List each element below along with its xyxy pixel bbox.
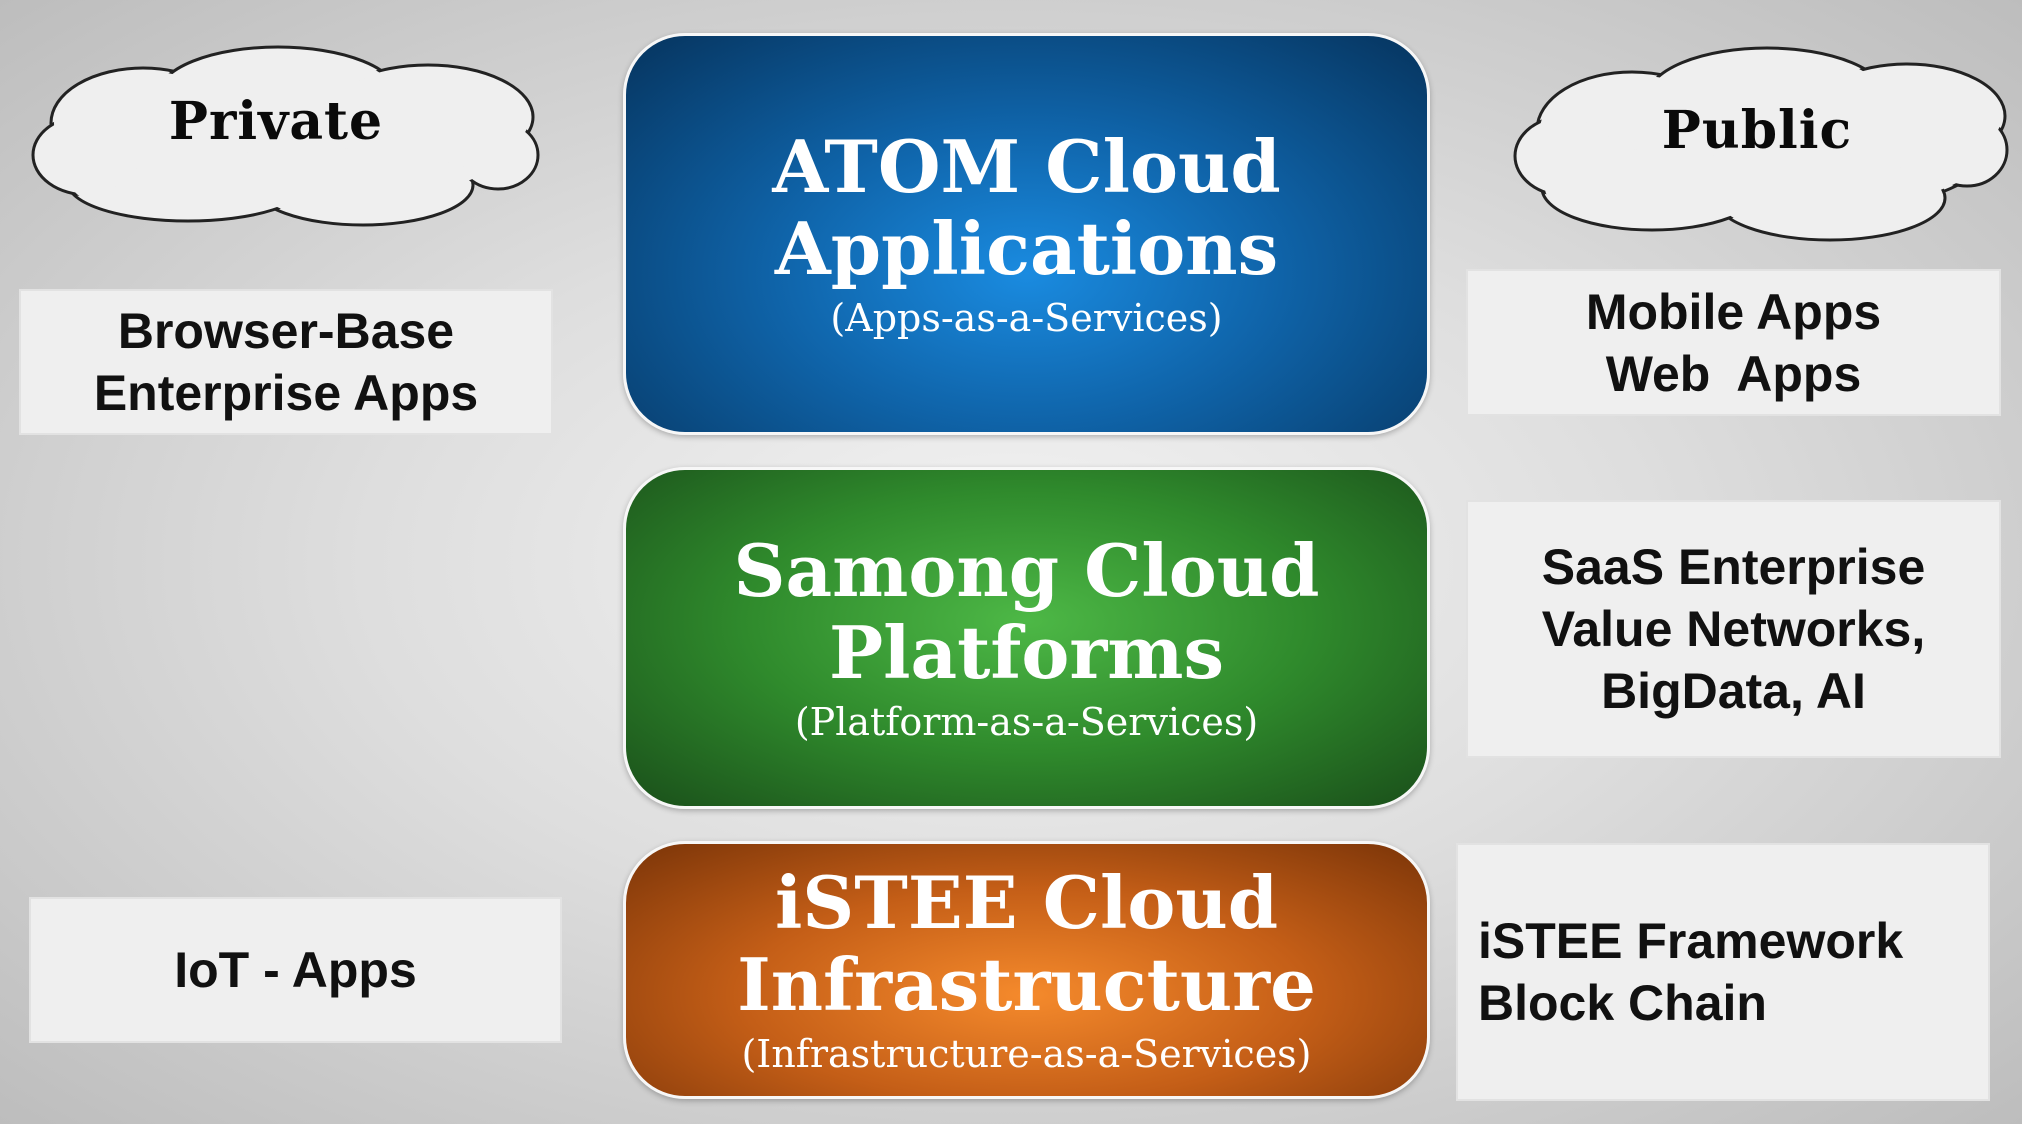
mobile-web-apps-line: Web Apps [1605, 345, 1862, 402]
tier-subtitle: (Infrastructure-as-a-Services) [741, 1032, 1312, 1076]
samong-cloud-platforms-tier: Samong Cloud Platforms (Platform-as-a-Se… [623, 467, 1430, 809]
mobile-web-apps-line: Mobile Apps [1585, 283, 1882, 340]
tier-title: Platforms [828, 610, 1225, 695]
tier-title: ATOM Cloud [772, 124, 1281, 209]
public-label: Public [1661, 100, 1853, 161]
saas-enterprise-line: SaaS Enterprise [1541, 539, 1926, 595]
saas-enterprise-box: SaaS Enterprise Value Networks, BigData,… [1466, 500, 2001, 758]
tier-title: iSTEE Cloud [774, 860, 1279, 945]
tier-title: Infrastructure [737, 942, 1316, 1027]
tier-subtitle: (Platform-as-a-Services) [794, 700, 1259, 744]
cloud-shape-icon [1513, 46, 2009, 242]
tier-subtitle: (Apps-as-a-Services) [830, 296, 1223, 340]
browser-apps-line: Browser-Base [117, 303, 455, 359]
saas-enterprise-line: Value Networks, [1541, 601, 1926, 657]
istee-framework-line: iSTEE Framework [1478, 913, 1904, 969]
istee-cloud-infrastructure-tier: iSTEE Cloud Infrastructure (Infrastructu… [623, 841, 1430, 1099]
mobile-web-apps-box: Mobile Apps Web Apps [1466, 269, 2001, 416]
iot-apps-box: IoT - Apps [29, 897, 562, 1043]
browser-apps-box: Browser-Base Enterprise Apps [19, 289, 553, 435]
istee-framework-box: iSTEE Framework Block Chain [1456, 843, 1990, 1101]
tier-title: Samong Cloud [733, 528, 1320, 613]
private-label: Private [168, 91, 384, 152]
saas-enterprise-line: BigData, AI [1601, 663, 1866, 719]
atom-cloud-applications-tier: ATOM Cloud Applications (Apps-as-a-Servi… [623, 33, 1430, 435]
cloud-shape-icon [31, 45, 540, 227]
private-cloud: Private [28, 35, 544, 230]
iot-apps-line: IoT - Apps [174, 942, 417, 998]
istee-framework-line: Block Chain [1478, 975, 1767, 1031]
browser-apps-line: Enterprise Apps [93, 365, 479, 421]
public-cloud: Public [1512, 38, 2012, 246]
tier-title: Applications [774, 206, 1279, 291]
